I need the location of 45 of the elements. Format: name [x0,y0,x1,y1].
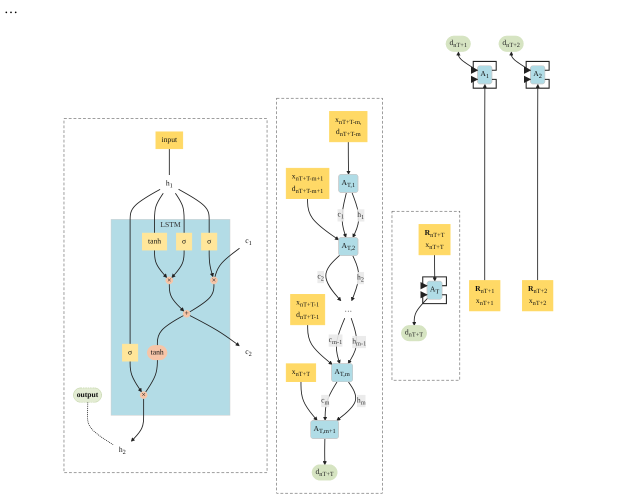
connector-line [145,360,158,393]
arrow [509,52,532,72]
arrow [352,192,360,238]
arrow [323,382,338,421]
arrow [307,324,333,365]
arrow [130,360,142,392]
loop-arrow [524,60,550,74]
connector-line [174,192,185,234]
connector-line [154,192,164,234]
connector-line [168,148,170,176]
cluster [392,210,460,380]
connector-line [87,402,114,446]
arrow [342,192,347,238]
arrow [172,250,185,278]
arrow [322,438,327,466]
arrow [482,84,487,281]
connector-line [156,315,184,346]
arrow [336,382,356,421]
connector-line [189,284,214,312]
loop-arrow [420,291,447,304]
arrow [300,381,318,421]
connector-line [130,188,161,345]
loop-arrow [470,60,497,74]
arrow [208,250,214,278]
cluster [276,98,383,494]
arrow [307,198,340,240]
arrow [168,284,184,312]
arrow [432,254,437,282]
arrow [346,142,351,175]
arrow [536,84,540,281]
connector-line [178,188,210,234]
arrow [325,254,342,302]
arrow [336,318,346,364]
arrow [351,255,360,302]
loop-arrow [470,76,497,89]
arrow [348,318,358,364]
cluster [64,118,268,474]
arrow [412,298,428,326]
arrow [189,315,240,346]
loop-arrow [524,76,550,89]
ellipsis-mark: … [4,2,18,17]
loop-arrow [420,276,447,290]
arrow [130,398,144,442]
arrow [154,250,168,278]
arrow [456,52,478,72]
